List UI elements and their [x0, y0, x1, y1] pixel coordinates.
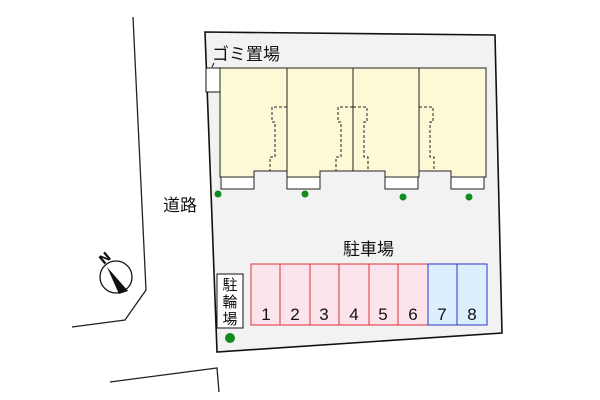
- parking-space-5: 5: [368, 263, 399, 326]
- tree: [301, 190, 309, 198]
- svg-text:輪: 輪: [222, 293, 237, 311]
- parking-space-6: 6: [397, 263, 429, 326]
- svg-text:4: 4: [349, 305, 358, 324]
- unit-4: [418, 67, 487, 178]
- bicycle-parking: 駐 輪 場: [216, 273, 244, 329]
- parking-space-3: 3: [309, 263, 340, 326]
- parking-space-2: 2: [279, 263, 311, 326]
- garbage-area-label: ゴミ置場: [212, 44, 280, 65]
- tree: [399, 193, 407, 201]
- parking-spaces: 1 2 3 4 5 6 7 8: [250, 263, 488, 326]
- parking-space-7: 7: [427, 263, 458, 326]
- tree: [214, 190, 222, 198]
- parking-space-8: 8: [456, 263, 488, 326]
- road-boundary-left: [71, 16, 147, 328]
- parking-space-4: 4: [338, 263, 370, 326]
- north-compass-icon: N: [97, 250, 133, 294]
- trees: [214, 190, 473, 343]
- svg-text:3: 3: [319, 305, 328, 324]
- svg-text:場: 場: [222, 310, 237, 328]
- unit-2: [286, 67, 354, 178]
- building-units: [219, 67, 487, 190]
- svg-text:1: 1: [261, 305, 270, 324]
- road-boundary-bottom: [109, 367, 220, 393]
- svg-text:5: 5: [378, 305, 387, 324]
- road-label: 道路: [163, 196, 197, 216]
- unit-1: [219, 67, 288, 178]
- svg-text:2: 2: [290, 305, 299, 324]
- parking-label: 駐車場: [343, 240, 394, 260]
- tree: [465, 193, 473, 201]
- svg-text:8: 8: [467, 305, 476, 324]
- svg-text:7: 7: [437, 305, 446, 324]
- tree: [225, 333, 235, 343]
- svg-text:駐: 駐: [222, 276, 237, 294]
- unit-3: [352, 67, 420, 178]
- parking-space-1: 1: [250, 263, 281, 326]
- svg-text:6: 6: [408, 305, 417, 324]
